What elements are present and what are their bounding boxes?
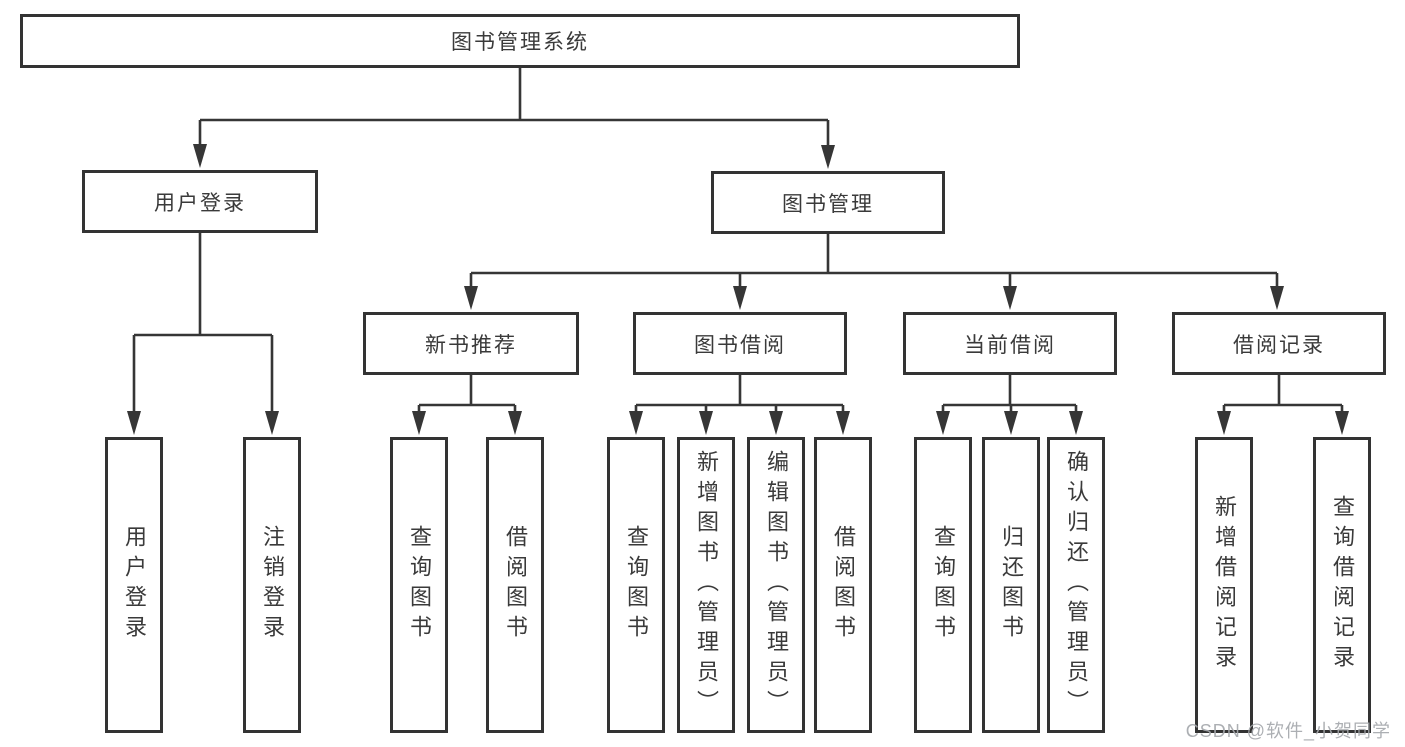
arrowhead [1270, 286, 1284, 310]
leaf-label: 借阅图书 [831, 525, 856, 645]
leaf-add-book-admin: 新增图书（管理员） [677, 437, 735, 733]
arrowhead [412, 411, 426, 435]
node-new-book-recommendation: 新书推荐 [363, 312, 579, 375]
node-borrowing-records: 借阅记录 [1172, 312, 1386, 375]
arrowhead [836, 411, 850, 435]
arrowhead [1003, 286, 1017, 310]
leaf-label: 查询图书 [407, 525, 432, 645]
leaf-label: 注销登录 [260, 525, 285, 645]
node-library-management-system: 图书管理系统 [20, 14, 1020, 68]
arrowhead [699, 411, 713, 435]
leaf-label: 编辑图书（管理员） [764, 450, 789, 720]
leaf-label: 查询图书 [931, 525, 956, 645]
arrowhead [265, 411, 279, 435]
arrowhead [1217, 411, 1231, 435]
leaf-label: 确认归还（管理员） [1064, 450, 1089, 720]
node-book-management: 图书管理 [711, 171, 945, 234]
leaf-confirm-return-admin: 确认归还（管理员） [1047, 437, 1105, 733]
leaf-query-books-recommend: 查询图书 [390, 437, 448, 733]
arrowhead [127, 411, 141, 435]
arrowhead [733, 286, 747, 310]
node-label: 图书借阅 [694, 333, 786, 357]
leaf-logout: 注销登录 [243, 437, 301, 733]
node-label: 借阅记录 [1233, 333, 1325, 357]
arrowhead [629, 411, 643, 435]
node-label: 新书推荐 [425, 333, 517, 357]
leaf-label: 新增借阅记录 [1212, 495, 1237, 675]
leaf-query-borrow-record: 查询借阅记录 [1313, 437, 1371, 733]
leaf-user-login: 用户登录 [105, 437, 163, 733]
leaf-label: 查询借阅记录 [1330, 495, 1355, 675]
arrowhead [1004, 411, 1018, 435]
node-current-borrowing: 当前借阅 [903, 312, 1117, 375]
arrowhead [1069, 411, 1083, 435]
leaf-borrow-books-recommend: 借阅图书 [486, 437, 544, 733]
leaf-edit-book-admin: 编辑图书（管理员） [747, 437, 805, 733]
node-label: 图书管理 [782, 192, 874, 216]
node-label: 当前借阅 [964, 333, 1056, 357]
arrowhead [193, 144, 207, 168]
node-book-borrowing: 图书借阅 [633, 312, 847, 375]
leaf-label: 新增图书（管理员） [694, 450, 719, 720]
leaf-query-books-current: 查询图书 [914, 437, 972, 733]
arrowhead [508, 411, 522, 435]
node-label: 用户登录 [154, 191, 246, 215]
leaf-add-borrow-record: 新增借阅记录 [1195, 437, 1253, 733]
arrowhead [821, 145, 835, 169]
arrowhead [769, 411, 783, 435]
leaf-label: 查询图书 [624, 525, 649, 645]
leaf-label: 用户登录 [122, 525, 147, 645]
leaf-return-books: 归还图书 [982, 437, 1040, 733]
arrowhead [936, 411, 950, 435]
leaf-borrow-books-borrowing: 借阅图书 [814, 437, 872, 733]
arrowhead [1335, 411, 1349, 435]
leaf-label: 归还图书 [999, 525, 1024, 645]
node-user-login: 用户登录 [82, 170, 318, 233]
leaf-query-books-borrowing: 查询图书 [607, 437, 665, 733]
node-label: 图书管理系统 [451, 31, 589, 54]
arrowhead [464, 286, 478, 310]
leaf-label: 借阅图书 [503, 525, 528, 645]
